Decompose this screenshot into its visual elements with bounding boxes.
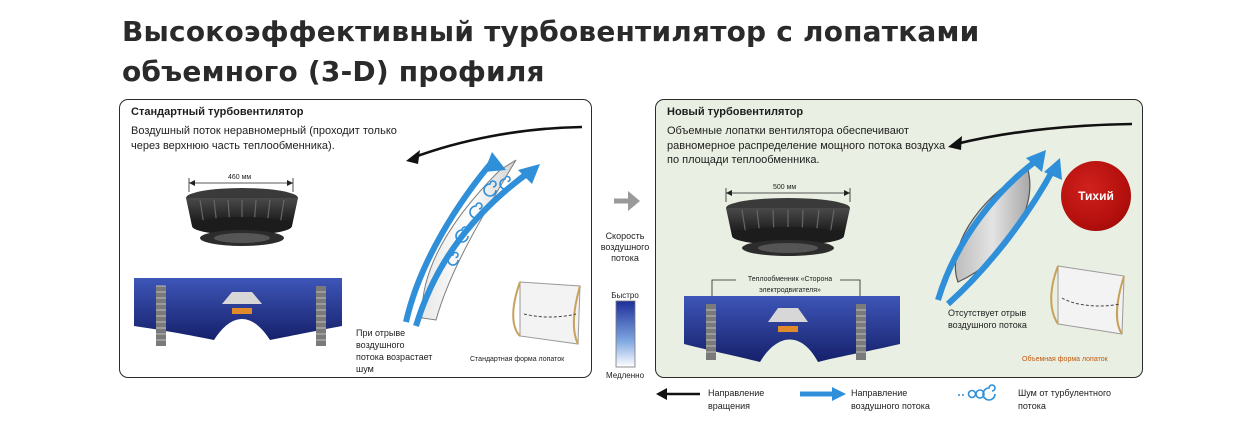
turbulence-noise-icon	[447, 175, 511, 266]
speed-scale-label: Скорость воздушного потока	[600, 231, 650, 263]
speed-slow-label: Медленно	[605, 371, 645, 380]
speed-fast-label: Быстро	[611, 291, 639, 300]
quiet-badge: Тихий	[1061, 161, 1131, 231]
indoor-unit-housing-icon	[134, 278, 342, 346]
exchanger-label: Теплообменник «Сторона электродвигателя»	[747, 276, 833, 294]
no-separation-note: Отсутствует отрыв воздушного потока	[948, 308, 1027, 330]
legend-noise-label: Шум от турбулентного потока	[1018, 388, 1112, 411]
rotation-arrow-icon	[406, 125, 583, 164]
new-heading: Новый турбовентилятор	[667, 106, 804, 118]
speed-scale-bar	[615, 300, 636, 368]
standard-blade-shape-icon	[512, 281, 581, 345]
panel-standard-fan: Стандартный турбовентилятор Воздушный по…	[119, 99, 592, 378]
standard-fan-illustration	[134, 125, 583, 346]
volumetric-blade-shape-icon	[1050, 265, 1125, 335]
legend-noise-icon	[958, 384, 996, 401]
rotation-arrow-icon	[948, 122, 1133, 150]
standard-blade-flow-icon	[403, 152, 540, 327]
indoor-unit-housing-icon	[684, 296, 900, 362]
turbo-fan-icon	[186, 188, 298, 246]
legend-airflow-icon	[800, 387, 846, 401]
page-title: Высокоэффективный турбовентилятор с лопа…	[122, 15, 980, 88]
new-fan-illustration	[684, 122, 1133, 362]
new-dimension-label: 500 мм	[773, 184, 797, 191]
standard-noise-note: При отрыве воздушного потока возрастает …	[356, 328, 433, 374]
exchanger-leader-lines-icon	[711, 279, 861, 296]
turbo-fan-icon	[726, 198, 850, 256]
standard-heading: Стандартный турбовентилятор	[131, 106, 304, 118]
dimension-line-icon	[188, 178, 294, 192]
standard-blade-caption: Стандартная форма лопаток	[470, 356, 565, 363]
standard-description: Воздушный поток неравномерный (проходит …	[131, 125, 397, 152]
legend-rotation-label: Направление вращения	[708, 388, 765, 411]
volumetric-blade-caption: Объемная форма лопаток	[1022, 356, 1108, 363]
new-blade-flow-icon	[935, 150, 1062, 307]
legend-airflow-label: Направление воздушного потока	[851, 388, 930, 411]
legend-rotation-icon	[656, 388, 700, 400]
transition-arrow-icon	[614, 191, 640, 211]
new-description: Объемные лопатки вентилятора обеспечиваю…	[667, 125, 946, 166]
dimension-line-icon	[725, 188, 851, 202]
panel-new-fan: Новый турбовентилятор Объемные лопатки в…	[655, 99, 1143, 378]
standard-dimension-label: 460 мм	[228, 174, 252, 181]
